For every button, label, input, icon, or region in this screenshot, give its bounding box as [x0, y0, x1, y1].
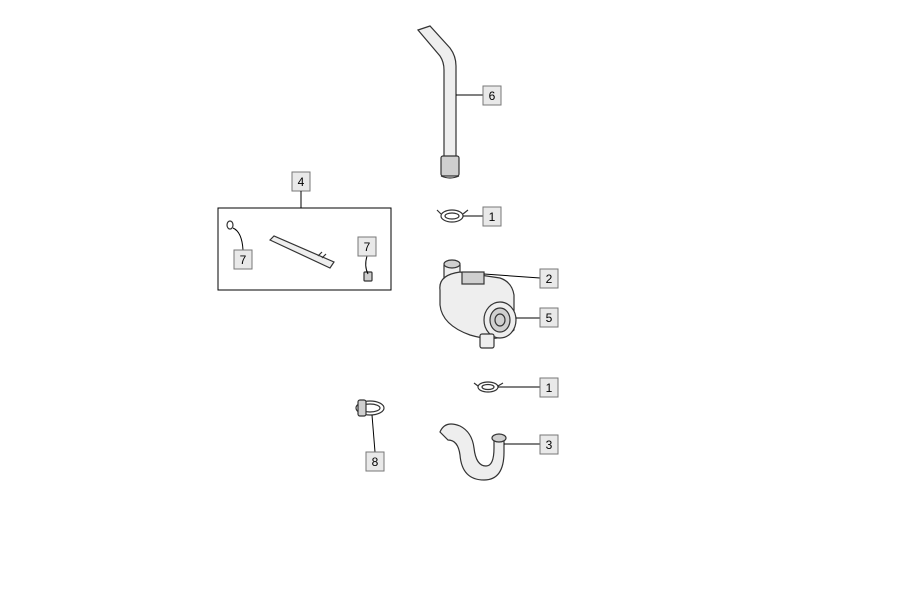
svg-text:2: 2: [546, 272, 553, 286]
upper-hose: [416, 25, 460, 179]
label-8: 8: [365, 451, 385, 472]
label-6: 6: [482, 85, 502, 106]
label-3: 3: [539, 434, 559, 455]
leader-8: [371, 414, 376, 453]
svg-text:1: 1: [489, 210, 496, 224]
svg-text:5: 5: [546, 311, 553, 325]
svg-text:8: 8: [372, 455, 379, 469]
label-4: 4: [291, 171, 311, 192]
kit-box: [217, 207, 392, 291]
svg-text:6: 6: [489, 89, 496, 103]
water-pump: [439, 259, 517, 349]
label-1-lower: 1: [539, 377, 559, 398]
svg-text:7: 7: [240, 253, 247, 267]
label-2: 2: [539, 268, 559, 289]
kit-rod: [268, 235, 335, 269]
label-1-upper: 1: [482, 206, 502, 227]
leader-7-left: [232, 227, 244, 251]
label-7-right: 7: [357, 236, 377, 257]
svg-text:4: 4: [298, 175, 305, 189]
label-5: 5: [539, 307, 559, 328]
svg-text:1: 1: [546, 381, 553, 395]
leader-7-right: [365, 255, 369, 275]
kit-clip-left: [226, 220, 234, 230]
hose-clamp: [355, 399, 385, 417]
kit-clip-right: [363, 271, 373, 282]
label-7-left: 7: [233, 249, 253, 270]
lower-hose: [439, 423, 507, 481]
svg-text:3: 3: [546, 438, 553, 452]
leader-2: [483, 273, 541, 279]
svg-text:7: 7: [364, 240, 371, 254]
